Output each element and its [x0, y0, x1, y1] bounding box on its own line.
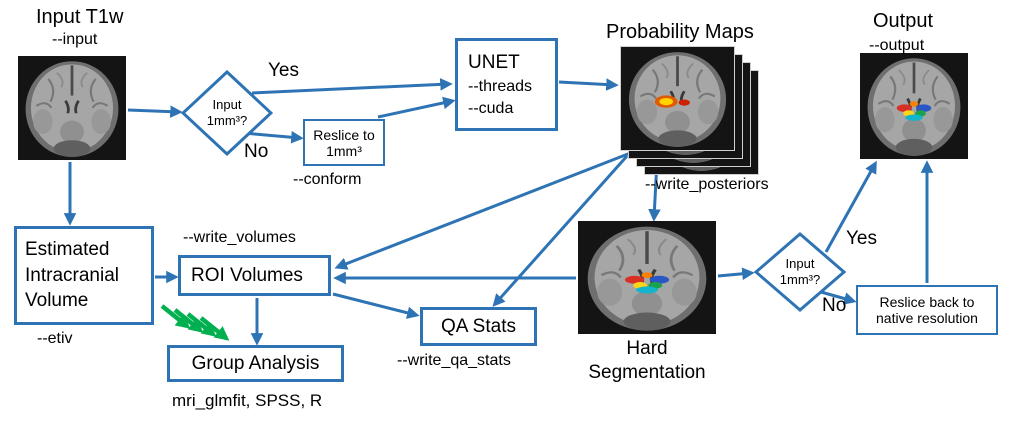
probmap-layer-front: [620, 46, 735, 151]
reslice-box: Reslice to 1mm³: [303, 119, 385, 166]
roi-volumes-box: ROI Volumes: [178, 255, 331, 296]
write-qa-stats-flag-label: --write_qa_stats: [397, 352, 511, 369]
decision2-label: Input 1mm³?: [779, 256, 821, 287]
group-analysis-green-arrows: [160, 304, 230, 341]
write-volumes-flag-label: --write_volumes: [183, 229, 296, 246]
unet-threads-flag: --threads: [468, 77, 533, 95]
decision-input-1mm-diamond: Input 1mm³?: [181, 70, 273, 156]
decision2-no-label: No: [822, 295, 847, 316]
reslice-label: Reslice to 1mm³: [313, 126, 375, 159]
unet-cuda-flag: --cuda: [468, 99, 514, 117]
decision1-no-label: No: [244, 141, 269, 162]
qa-stats-label: QA Stats: [441, 315, 516, 337]
roi-volumes-label: ROI Volumes: [191, 264, 303, 286]
etiv-flag-label: --etiv: [37, 330, 73, 347]
output-flag-label: --output: [869, 37, 925, 54]
output-brain-seg-image: [860, 53, 968, 159]
decision2-yes-label: Yes: [846, 228, 877, 249]
eiv-box: Estimated Intracranial Volume: [14, 226, 154, 325]
input-flag-label: --input: [52, 31, 98, 48]
conform-flag-label: --conform: [293, 171, 362, 188]
group-analysis-box: Group Analysis: [167, 345, 344, 382]
write-posteriors-flag-label: --write_posteriors: [645, 176, 769, 193]
decision1-yes-label: Yes: [268, 60, 299, 81]
decision1-label: Input 1mm³?: [206, 97, 248, 128]
unet-title: UNET: [468, 51, 520, 73]
group-analysis-tools-label: mri_glmfit, SPSS, R: [172, 391, 323, 410]
eiv-label: Estimated Intracranial Volume: [25, 239, 119, 312]
qa-stats-box: QA Stats: [420, 307, 537, 346]
hard-segmentation-label: Hard Segmentation: [588, 338, 706, 383]
input-t1w-title: Input T1w: [36, 6, 124, 28]
probability-maps-title: Probability Maps: [606, 21, 754, 43]
decision-native-resolution-diamond: Input 1mm³?: [754, 232, 846, 312]
reslice-back-label: Reslice back to native resolution: [876, 294, 978, 326]
input-brain-mri-image: [18, 56, 126, 160]
reslice-back-box: Reslice back to native resolution: [856, 285, 998, 335]
unet-box: UNET --threads --cuda: [455, 38, 558, 131]
group-analysis-label: Group Analysis: [191, 352, 320, 374]
probability-maps-stack: [620, 46, 760, 176]
output-title: Output: [873, 10, 934, 32]
hard-segmentation-image: [578, 221, 716, 334]
